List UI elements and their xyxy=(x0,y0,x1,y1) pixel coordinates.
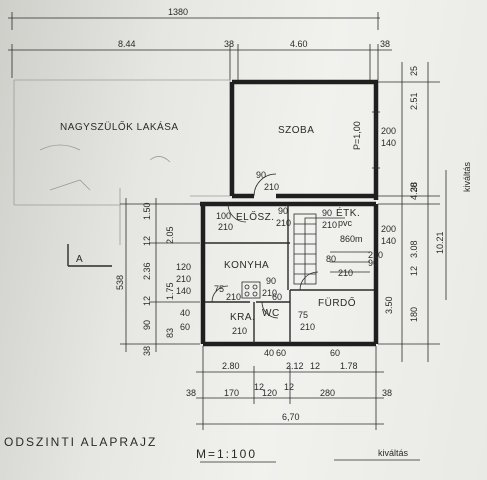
svg-text:210: 210 xyxy=(262,288,277,298)
svg-text:12: 12 xyxy=(409,266,419,276)
plan-scale: M=1:100 xyxy=(196,447,257,461)
svg-text:40: 40 xyxy=(180,308,190,318)
svg-text:210: 210 xyxy=(368,250,383,260)
room-label-furdo: FÜRDŐ xyxy=(318,295,356,309)
svg-text:90: 90 xyxy=(256,170,266,180)
kivaltas-right: kiváltás xyxy=(462,161,472,192)
svg-text:210: 210 xyxy=(322,220,337,230)
svg-text:38: 38 xyxy=(409,182,419,192)
top-dimension-chain: 1380 8.44 38 4.60 38 xyxy=(8,7,392,80)
svg-text:120: 120 xyxy=(176,262,191,272)
room-label-wc: WC xyxy=(262,308,280,319)
room-label-pvc: pvc xyxy=(338,218,353,228)
svg-text:2.12: 2.12 xyxy=(286,361,304,371)
svg-text:2.51: 2.51 xyxy=(409,92,419,110)
szoba-window xyxy=(372,111,380,169)
svg-text:100: 100 xyxy=(216,211,231,221)
svg-text:140: 140 xyxy=(176,286,191,296)
svg-text:90: 90 xyxy=(322,208,332,218)
svg-text:60: 60 xyxy=(272,292,282,302)
kivaltas-bottom-marker: kiváltás xyxy=(334,448,420,461)
svg-text:140: 140 xyxy=(381,236,396,246)
svg-text:12: 12 xyxy=(310,361,320,371)
svg-text:170: 170 xyxy=(224,388,239,398)
svg-text:12: 12 xyxy=(142,296,152,306)
room-label-szoba: SZOBA xyxy=(278,125,314,136)
svg-text:83: 83 xyxy=(165,328,175,338)
svg-text:75: 75 xyxy=(298,310,308,320)
label-p100: P=1,00 xyxy=(352,121,362,150)
svg-text:200: 200 xyxy=(381,224,396,234)
svg-text:210: 210 xyxy=(338,268,353,278)
svg-text:210: 210 xyxy=(276,218,291,228)
svg-text:12: 12 xyxy=(254,382,264,392)
svg-text:90: 90 xyxy=(266,276,276,286)
svg-text:2.05: 2.05 xyxy=(165,226,175,244)
svg-text:1.78: 1.78 xyxy=(340,361,358,371)
room-label-grandparents: NAGYSZÜLŐK LAKÁSA xyxy=(60,119,179,133)
svg-text:12: 12 xyxy=(142,236,152,246)
svg-text:60: 60 xyxy=(276,348,286,358)
svg-text:38: 38 xyxy=(382,388,392,398)
room-label-konyha: KONYHA xyxy=(224,260,269,271)
svg-text:180: 180 xyxy=(409,307,419,322)
room-label-etk: ÉTK. xyxy=(336,206,360,219)
dim-top-wall-b: 38 xyxy=(380,39,390,49)
right-dimension-chain: 25 2.51 200 140 4.20 38 200 140 3.08 10.… xyxy=(378,62,472,362)
svg-text:140: 140 xyxy=(381,138,396,148)
dim-top-left: 8.44 xyxy=(118,39,136,49)
bottom-dimension-chain: 2.80 2.12 12 1.78 38 170 12 120 12 280 3… xyxy=(186,346,392,430)
svg-text:kiváltás: kiváltás xyxy=(378,448,409,458)
svg-text:6,70: 6,70 xyxy=(282,412,300,422)
svg-text:90: 90 xyxy=(368,258,378,268)
svg-text:60: 60 xyxy=(330,348,340,358)
room-label-kamra: KRA. xyxy=(230,312,255,323)
svg-text:1.50: 1.50 xyxy=(142,202,152,220)
dim-top-wall-a: 38 xyxy=(224,39,234,49)
svg-text:210: 210 xyxy=(218,222,233,232)
svg-text:210: 210 xyxy=(232,326,247,336)
svg-text:38: 38 xyxy=(142,346,152,356)
svg-text:90: 90 xyxy=(278,206,288,216)
svg-text:12: 12 xyxy=(284,382,294,392)
svg-text:2.36: 2.36 xyxy=(142,262,152,280)
svg-text:210: 210 xyxy=(264,182,279,192)
svg-text:280: 280 xyxy=(320,388,335,398)
label-860: 860m xyxy=(340,234,363,244)
svg-text:210: 210 xyxy=(300,322,315,332)
left-dimension-chain: 538 1.50 2.05 2.36 1.75 12 12 90 83 38 xyxy=(115,198,200,356)
svg-text:120: 120 xyxy=(262,388,277,398)
svg-text:4.20: 4.20 xyxy=(409,182,419,200)
stove xyxy=(241,281,261,299)
svg-text:10.21: 10.21 xyxy=(435,231,445,254)
svg-text:90: 90 xyxy=(142,320,152,330)
svg-text:80: 80 xyxy=(326,254,336,264)
section-marker-a: A xyxy=(67,244,112,267)
svg-text:A: A xyxy=(76,254,83,265)
svg-text:200: 200 xyxy=(381,126,396,136)
svg-text:210: 210 xyxy=(176,274,191,284)
svg-text:40: 40 xyxy=(264,348,274,358)
svg-text:60: 60 xyxy=(180,322,190,332)
svg-text:75: 75 xyxy=(214,284,224,294)
dim-top-total: 1380 xyxy=(168,7,188,17)
dim-top-mid: 4.60 xyxy=(290,39,308,49)
svg-text:538: 538 xyxy=(115,275,125,290)
svg-text:3.08: 3.08 xyxy=(409,240,419,258)
plan-title: ODSZINTI ALAPRAJZ xyxy=(4,435,157,449)
room-dimensions: 100 210 90 210 90 210 90 210 120 210 140… xyxy=(176,170,383,336)
svg-text:1.75: 1.75 xyxy=(165,282,175,300)
svg-text:2.80: 2.80 xyxy=(222,361,240,371)
door-swings xyxy=(211,173,319,319)
room-label-eloszoba: ELŐSZ. xyxy=(236,209,275,223)
svg-text:25: 25 xyxy=(409,66,419,76)
svg-text:210: 210 xyxy=(226,292,241,302)
svg-text:38: 38 xyxy=(186,388,196,398)
grandparents-apartment: NAGYSZÜLŐK LAKÁSA xyxy=(13,79,231,245)
staircase xyxy=(293,213,370,285)
svg-text:3.50: 3.50 xyxy=(384,296,394,314)
